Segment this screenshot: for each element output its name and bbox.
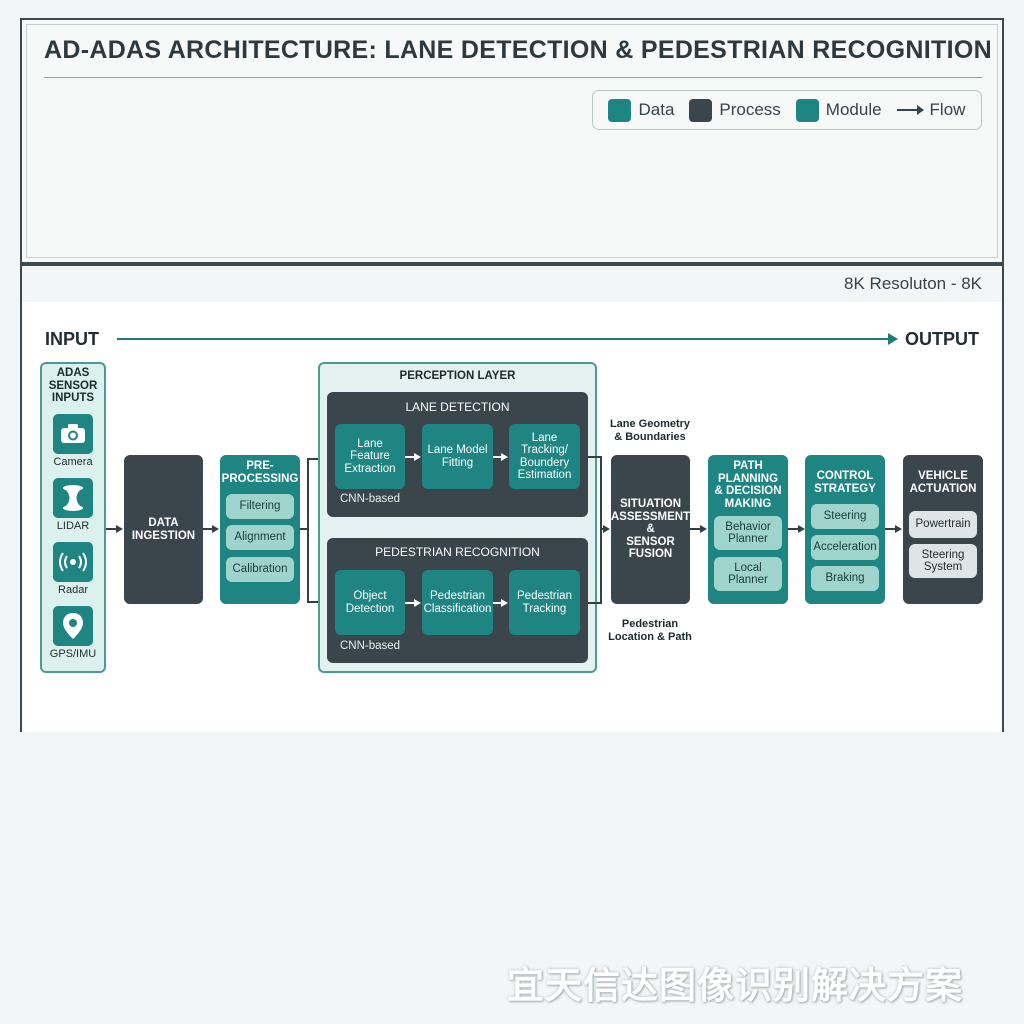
legend-item-data: Data [608,98,675,122]
flow-arrowhead [501,599,508,607]
control-strategy-title: CONTROL STRATEGY [814,470,876,495]
camera-icon [53,414,93,454]
lane-geometry-label: Lane Geometry & Boundaries [609,418,691,443]
flow-arrow [405,456,415,458]
flow-arrow [307,601,320,603]
lane-model-fitting: Lane Model Fitting [422,424,493,489]
flow-arrow [493,602,502,604]
flow-arrowhead [603,525,610,533]
legend-item-process: Process [689,98,781,122]
diagram-title: AD-ADAS ARCHITECTURE: LANE DETECTION & P… [44,36,992,64]
flow-arrow [885,528,896,530]
flow-arrowhead [501,453,508,461]
pedestrian-tracking: Pedestrian Tracking [509,570,580,635]
flow-arrow [307,458,320,460]
data-ingestion-block: DATA INGESTION [124,455,203,604]
legend: Data Process Module Flow [592,90,982,130]
preprocessing-calibration: Calibration [226,557,294,582]
merge-connector [588,456,601,458]
lidar-icon [53,478,93,518]
flow-arrow [690,528,701,530]
path-planning-title: PATH PLANNING & DECISION MAKING [714,460,782,510]
title-divider [44,77,982,78]
flow-arrow [405,602,415,604]
flow-arrowhead [700,525,707,533]
teal-swatch-icon [795,98,819,122]
flow-arrowhead [798,525,805,533]
pedestrian-cnn-note: CNN-based [339,640,401,652]
actuation-steering-system: Steering System [909,544,977,578]
sensor-label: LIDAR [56,520,90,532]
behavior-planner: Behavior Planner [714,516,782,550]
legend-label: Process [719,100,781,119]
lane-tracking-estimation: Lane Tracking/ Boundery Estimation [509,424,580,489]
sensor-label: Radar [58,584,88,596]
actuation-powertrain: Powertrain [909,511,977,538]
vehicle-actuation-title: VEHICLE ACTUATION [909,470,977,495]
flow-arrowhead [414,599,421,607]
preprocessing-filtering: Filtering [226,494,294,519]
legend-item-module: Module [795,98,882,122]
location-pin-icon [53,606,93,646]
sensor-inputs-title: ADAS SENSOR INPUTS [48,367,98,404]
flow-arrowhead [414,453,421,461]
sensor-label: GPS/IMU [49,648,97,660]
arrow-right-icon [896,105,924,115]
watermark-text: 宜天信达图像识别解决方案 [507,964,963,1007]
input-label: INPUT [45,329,99,349]
control-braking: Braking [811,566,879,591]
perception-layer-title: PERCEPTION LAYER [399,370,516,382]
control-steering: Steering [811,504,879,529]
legend-label: Module [825,100,882,119]
legend-label: Data [638,100,675,119]
legend-label: Flow [929,100,966,119]
local-planner: Local Planner [714,557,782,591]
output-label: OUTPUT [905,329,979,349]
flow-arrow [106,528,118,530]
resolution-strip [22,266,1002,302]
flow-arrow [600,528,605,530]
preprocessing-title: PRE- PROCESSING [221,460,299,485]
header-inner-frame [26,24,998,258]
object-detection: Object Detection [335,570,405,635]
header-frame [20,18,1004,264]
resolution-label: 8K Resoluton - 8K [844,274,982,293]
input-output-arrowhead [888,333,898,345]
flow-arrow [203,528,214,530]
branch-connector [307,458,309,602]
situation-assessment-block: SITUATION ASSESSMENT & SENSOR FUSION [611,455,690,604]
input-output-arrow [117,338,891,340]
flow-arrowhead [895,525,902,533]
lane-cnn-note: CNN-based [339,493,401,505]
flow-arrowhead [212,525,219,533]
pedestrian-recognition-title: PEDESTRIAN RECOGNITION [375,545,540,559]
control-acceleration: Acceleration [811,535,879,560]
merge-connector [600,456,602,604]
pedestrian-location-label: Pedestrian Location & Path [608,618,692,643]
radar-icon [53,542,93,582]
merge-connector [588,602,601,604]
flow-arrow [788,528,799,530]
legend-item-flow: Flow [896,100,966,120]
pedestrian-classification: Pedestrian Classification [422,570,493,635]
sensor-label: Camera [53,456,93,468]
flow-arrowhead [116,525,123,533]
lane-detection-title: LANE DETECTION [405,400,510,414]
preprocessing-alignment: Alignment [226,525,294,550]
teal-swatch-icon [608,98,632,122]
branch-connector [300,528,308,530]
flow-arrow [493,456,502,458]
lane-feature-extraction: Lane Feature Extraction [335,424,405,489]
dark-swatch-icon [689,98,713,122]
